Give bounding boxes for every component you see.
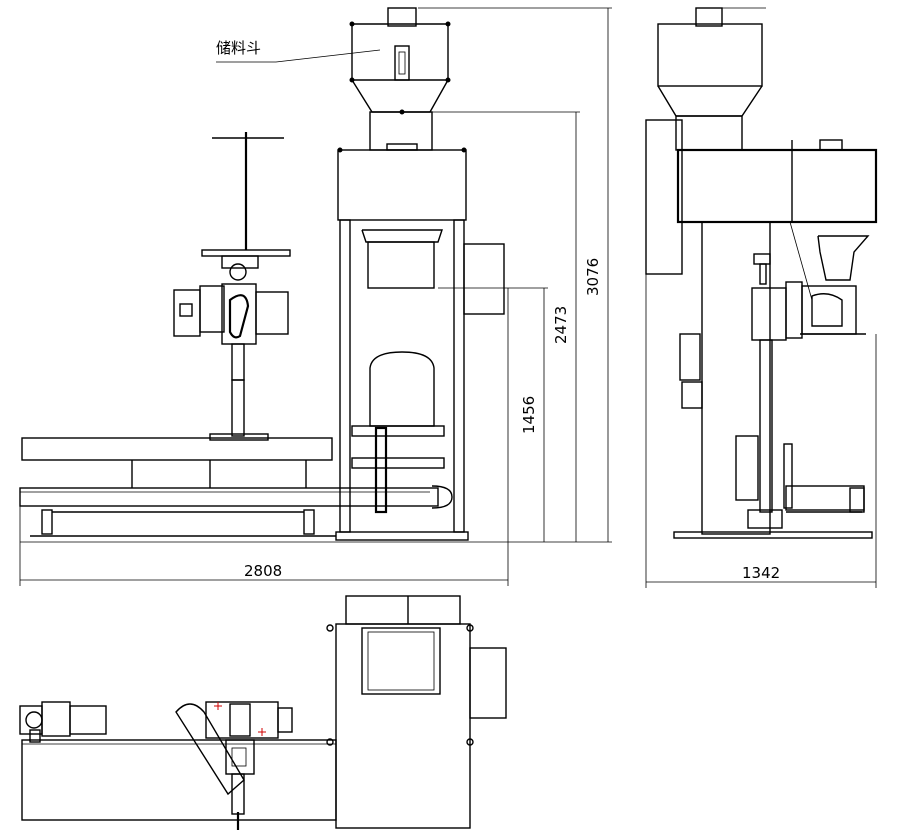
side-view: 1342 (645, 7, 878, 588)
dim-front-total-height: 3076 (584, 258, 602, 296)
hopper-label: 储料斗 (216, 39, 261, 57)
sewing-machine (173, 132, 291, 441)
hopper (349, 7, 451, 115)
top-view (19, 595, 507, 830)
dim-front-width: 2808 (244, 562, 282, 580)
dim-front-low-height: 1456 (520, 396, 538, 434)
dim-side-width: 1342 (742, 564, 780, 582)
dim-front-mid-height: 2473 (552, 306, 570, 344)
front-view: 储料斗 2808 3076 2473 1456 (19, 7, 612, 586)
